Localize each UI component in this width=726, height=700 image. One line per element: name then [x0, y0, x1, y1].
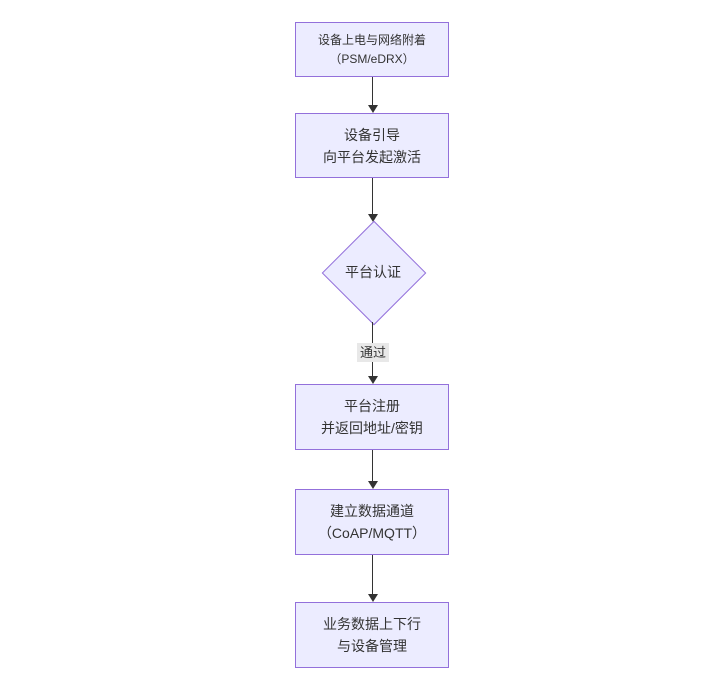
arrowhead-down-icon: [368, 481, 378, 489]
node-platform-register: 平台注册 并返回地址/密钥: [295, 384, 449, 450]
node-platform-auth-label: 平台认证: [345, 264, 401, 280]
arrowhead-down-icon: [368, 594, 378, 602]
node-business-data-device-mgmt: 业务数据上下行 与设备管理: [295, 602, 449, 668]
node-label-line: （CoAP/MQTT）: [317, 525, 427, 541]
arrowhead-down-icon: [368, 376, 378, 384]
edge-connector: [372, 450, 373, 481]
arrowhead-down-icon: [368, 105, 378, 113]
node-device-bootstrap: 设备引导 向平台发起激活: [295, 113, 449, 178]
node-data-channel: 建立数据通道 （CoAP/MQTT）: [295, 489, 449, 555]
node-label-line: 设备引导: [344, 126, 400, 143]
node-label-line: 平台注册: [344, 398, 400, 414]
node-label-line: （PSM/eDRX）: [329, 51, 415, 66]
node-label-line: 设备上电与网络附着: [317, 32, 426, 47]
node-label-line: 建立数据通道: [330, 503, 414, 519]
edge-label-pass: 通过: [356, 343, 390, 362]
node-label-line: 向平台发起激活: [323, 148, 421, 165]
node-label-line: 并返回地址/密钥: [321, 420, 423, 436]
edge-connector: [372, 555, 373, 594]
edge-connector: [372, 77, 373, 105]
node-power-network-attach: 设备上电与网络附着 （PSM/eDRX）: [295, 22, 449, 77]
node-label-line: 与设备管理: [337, 638, 407, 654]
edge-connector: [372, 178, 373, 214]
node-label-line: 业务数据上下行: [323, 616, 421, 632]
arrowhead-down-icon: [368, 214, 378, 222]
